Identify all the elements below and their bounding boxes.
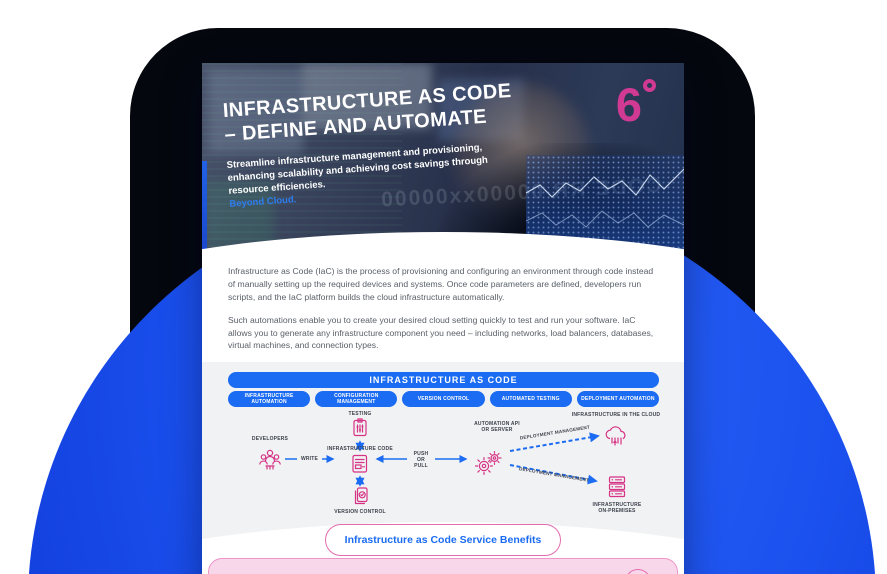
infrastructure-on-premises-label: INFRASTRUCTURE ON-PREMISES <box>592 502 642 515</box>
photo-code-lines <box>202 63 402 250</box>
intro-paragraph-1: Infrastructure as Code (IaC) is the proc… <box>228 266 654 302</box>
hero-photo-header: CODE RR 00000xx00000 INFRASTRUCTURE AS C… <box>202 63 684 250</box>
developers-icon <box>257 447 283 471</box>
benefits-badge-circle <box>625 569 651 574</box>
service-benefits-button[interactable]: Infrastructure as Code Service Benefits <box>325 524 561 556</box>
photo-stock-chart <box>525 155 684 250</box>
cloud-infrastructure-icon <box>603 425 630 450</box>
on-premises-server-icon <box>607 475 627 499</box>
testing-icon <box>352 418 368 438</box>
six-degrees-logo: 6 <box>616 79 656 128</box>
automation-gears-icon <box>474 450 502 476</box>
testing-label: TESTING <box>348 411 372 418</box>
hero-bottom-curve <box>202 232 684 250</box>
diagram-banner: INFRASTRUCTURE AS CODE <box>228 372 659 389</box>
photo-code-glow <box>204 181 274 247</box>
automation-api-label: AUTOMATION API OR SERVER <box>474 421 520 434</box>
iac-diagram-section: INFRASTRUCTURE AS CODE INFRASTRUCTURE AU… <box>202 362 684 548</box>
pill-infrastructure-automation: INFRASTRUCTURE AUTOMATION <box>228 391 311 408</box>
infrastructure-code-label: INFRASTRUCTURE CODE <box>327 446 393 453</box>
iac-flyer-document: CODE RR 00000xx00000 INFRASTRUCTURE AS C… <box>202 63 684 574</box>
photo-screen-glow <box>208 69 303 153</box>
infrastructure-code-icon <box>351 454 369 474</box>
version-control-icon <box>352 486 369 506</box>
version-control-label: VERSION CONTROL <box>334 509 386 516</box>
benefits-section-band <box>208 558 678 574</box>
pill-version-control: VERSION CONTROL <box>402 391 485 408</box>
pill-configuration-management: CONFIGURATION MANAGEMENT <box>315 391 398 408</box>
chart-dot-grid <box>526 155 684 250</box>
infrastructure-in-the-cloud-label: INFRASTRUCTURE IN THE CLOUD <box>571 412 661 419</box>
hero-text-block: INFRASTRUCTURE AS CODE – DEFINE AND AUTO… <box>222 79 518 211</box>
pill-deployment-automation: DEPLOYMENT AUTOMATION <box>576 391 660 408</box>
pill-automated-testing: AUTOMATED TESTING <box>489 391 572 408</box>
write-label: WRITE <box>297 455 322 464</box>
diagram-pill-row: INFRASTRUCTURE AUTOMATION CONFIGURATION … <box>228 391 660 408</box>
intro-paragraph-2: Such automations enable you to create yo… <box>228 314 654 351</box>
photo-blue-edge <box>202 161 207 250</box>
degree-ring-icon <box>643 79 656 92</box>
developers-label: DEVELOPERS <box>251 436 289 443</box>
intro-section: Infrastructure as Code (IaC) is the proc… <box>202 250 684 352</box>
photo-screen-glow <box>302 63 432 129</box>
push-or-pull-label: PUSH OR PULL <box>407 450 435 471</box>
